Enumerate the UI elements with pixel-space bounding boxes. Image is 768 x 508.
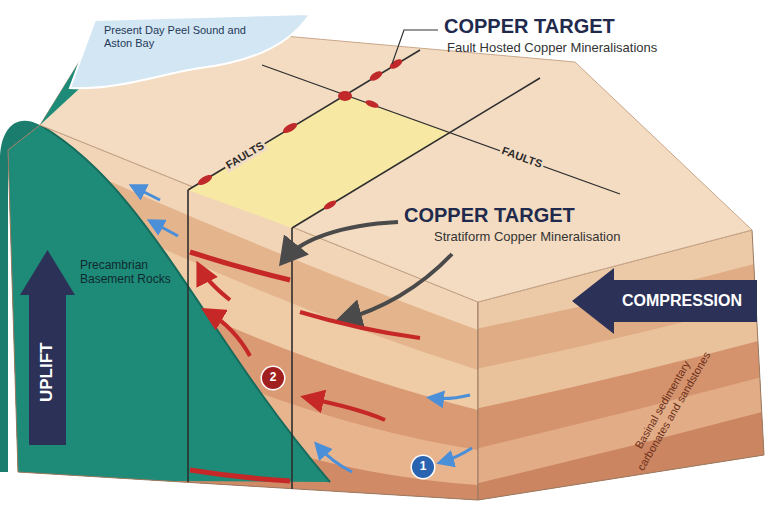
callout-number: 1 (420, 460, 427, 473)
target-heading: COPPER TARGET (404, 203, 575, 227)
pointer-arrows (284, 222, 452, 320)
callout-circle: 2 (262, 367, 284, 389)
arrow-label: COMPRESSION (622, 292, 742, 310)
uplift-arrow: UPLIFT (20, 250, 75, 445)
leader-line (392, 30, 438, 64)
fault-label: FAULTS (222, 139, 268, 174)
rock-label: Precambrian Basement Rocks (80, 258, 175, 287)
target-subtitle: Fault Hosted Copper Mineralisations (447, 40, 657, 56)
arrow-body (20, 250, 75, 445)
place-label: Present Day Peel Sound and Aston Bay (104, 24, 254, 50)
top-face (40, 14, 752, 302)
copper-mineralisation (196, 57, 403, 211)
rock-label: Basinal sedimentary carbonates and sands… (620, 339, 715, 478)
callout-number: 2 (270, 371, 277, 384)
target-subtitle: Stratiform Copper Mineralisation (434, 229, 620, 245)
fault-label: FAULTS (498, 144, 546, 172)
fault-lines (188, 50, 620, 489)
fluid-flow-blue (134, 187, 472, 472)
arrow-label: UPLIFT (38, 342, 57, 402)
fluid-flow-red (190, 252, 420, 481)
target-heading: COPPER TARGET (444, 14, 615, 38)
compression-arrow: COMPRESSION (572, 268, 757, 334)
arrow-body (572, 268, 757, 334)
callout-circle: 1 (412, 456, 434, 478)
